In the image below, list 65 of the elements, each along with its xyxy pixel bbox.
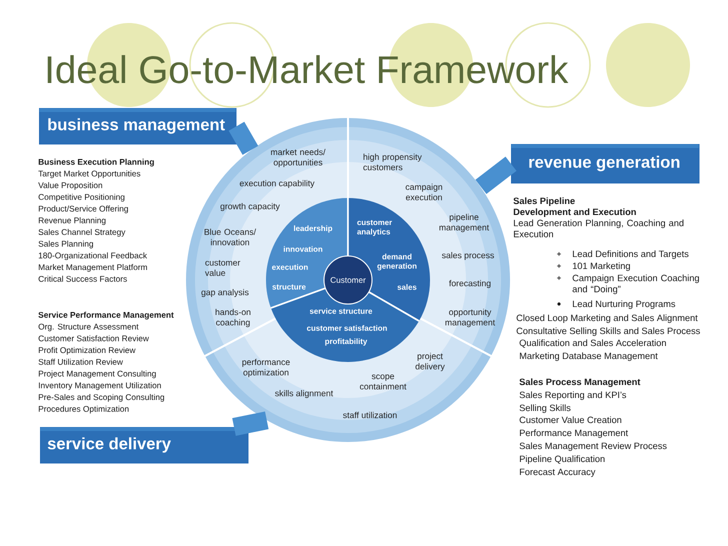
list-item: Staff Utilization Review: [38, 358, 123, 365]
sector-label: hands-on coaching: [216, 308, 250, 328]
list-item: Target Market Opportunities: [38, 170, 140, 178]
banner: [40, 427, 248, 464]
sector-label: performance optimization: [242, 358, 290, 378]
sector-label: opportunity management: [445, 308, 496, 328]
list-item: 101 Marketing: [572, 262, 630, 271]
list-item: Sales Channel Strategy: [38, 228, 126, 237]
sector-label: sales process: [442, 252, 494, 260]
sector-label: execution capability: [240, 180, 314, 188]
list-item: Sales Management Review Process: [520, 442, 667, 451]
list-item: Consultative Selling Skills and Sales Process: [516, 327, 700, 336]
list-item: Forecast Accuracy: [520, 468, 596, 477]
list-item: Procedures Optimization: [38, 406, 129, 414]
list-item: Competitive Positioning: [38, 194, 124, 202]
list-item: Org. Structure Assessment: [38, 324, 139, 332]
sector-label: scope containment: [360, 374, 406, 390]
title: Ideal Go-to-Market Framework: [48, 55, 568, 84]
list-item: Customer Satisfaction Review: [38, 335, 149, 342]
list-item: Profit Optimization Review: [38, 346, 136, 355]
sector-label: growth capacity: [220, 203, 280, 211]
sector-label: Blue Oceans/ innovation: [204, 228, 256, 246]
list-item: Market Management Platform: [38, 264, 147, 272]
sector-label: high propensity customers: [363, 154, 422, 170]
banner-tail: [228, 122, 258, 155]
list-item: Selling Skills: [520, 404, 570, 413]
banner-title: business management: [48, 118, 225, 134]
list-item: Closed Loop Marketing and Sales Alignment: [516, 314, 698, 323]
list-item: Lead Nurturing Programs: [572, 300, 676, 309]
sector-label: customer value: [205, 260, 240, 276]
list-item: Marketing Database Management: [520, 352, 658, 361]
list-heading: Development and Execution: [514, 208, 636, 217]
list-heading: Sales Pipeline: [513, 197, 575, 206]
list-item: 180-Organizational Feedback: [38, 252, 148, 260]
list-item: Qualification and Sales Acceleration: [520, 339, 666, 348]
list-item: Lead Definitions and Targets: [572, 250, 688, 259]
list-item: Critical Success Factors: [38, 276, 127, 282]
sector-label: staff utilization: [343, 412, 397, 418]
banner-title: revenue generation: [529, 156, 680, 172]
list-item: Product/Service Offering: [38, 206, 128, 214]
list-heading: Sales Process Management: [519, 378, 640, 387]
banner: [39, 108, 236, 144]
sector-label: campaign execution: [406, 184, 442, 200]
sector-label: pipeline management: [439, 214, 490, 232]
banner-title: service delivery: [48, 437, 171, 453]
list-item: Customer Value Creation: [520, 416, 622, 424]
list-item: Inventory Management Utilization: [38, 382, 161, 390]
list-item: Lead Generation Planning, Coaching and Execution: [514, 220, 684, 238]
list-item: Performance Management: [520, 429, 628, 438]
list-item: Sales Reporting and KPI’s: [520, 391, 626, 400]
sector-label: gap analysis: [201, 289, 249, 297]
sector-label: skills alignment: [275, 390, 334, 398]
list-item: Pre-Sales and Scoping Consulting: [38, 394, 164, 402]
list-heading: Business Execution Planning: [38, 158, 154, 166]
list-item: Revenue Planning: [38, 217, 106, 225]
sector-label: forecasting: [449, 280, 490, 288]
list-heading: Service Performance Management: [38, 312, 174, 320]
list-item: Project Management Consulting: [38, 370, 156, 378]
list-item: Pipeline Qualification: [520, 455, 604, 464]
list-item: Sales Planning: [38, 240, 94, 248]
sector-label: project delivery: [416, 352, 445, 372]
banner: [511, 144, 700, 184]
sector-label: market needs/ opportunities: [271, 148, 326, 168]
list-item: Campaign Execution Coaching and “Doing”: [572, 274, 699, 294]
list-item: Value Proposition: [38, 182, 102, 190]
